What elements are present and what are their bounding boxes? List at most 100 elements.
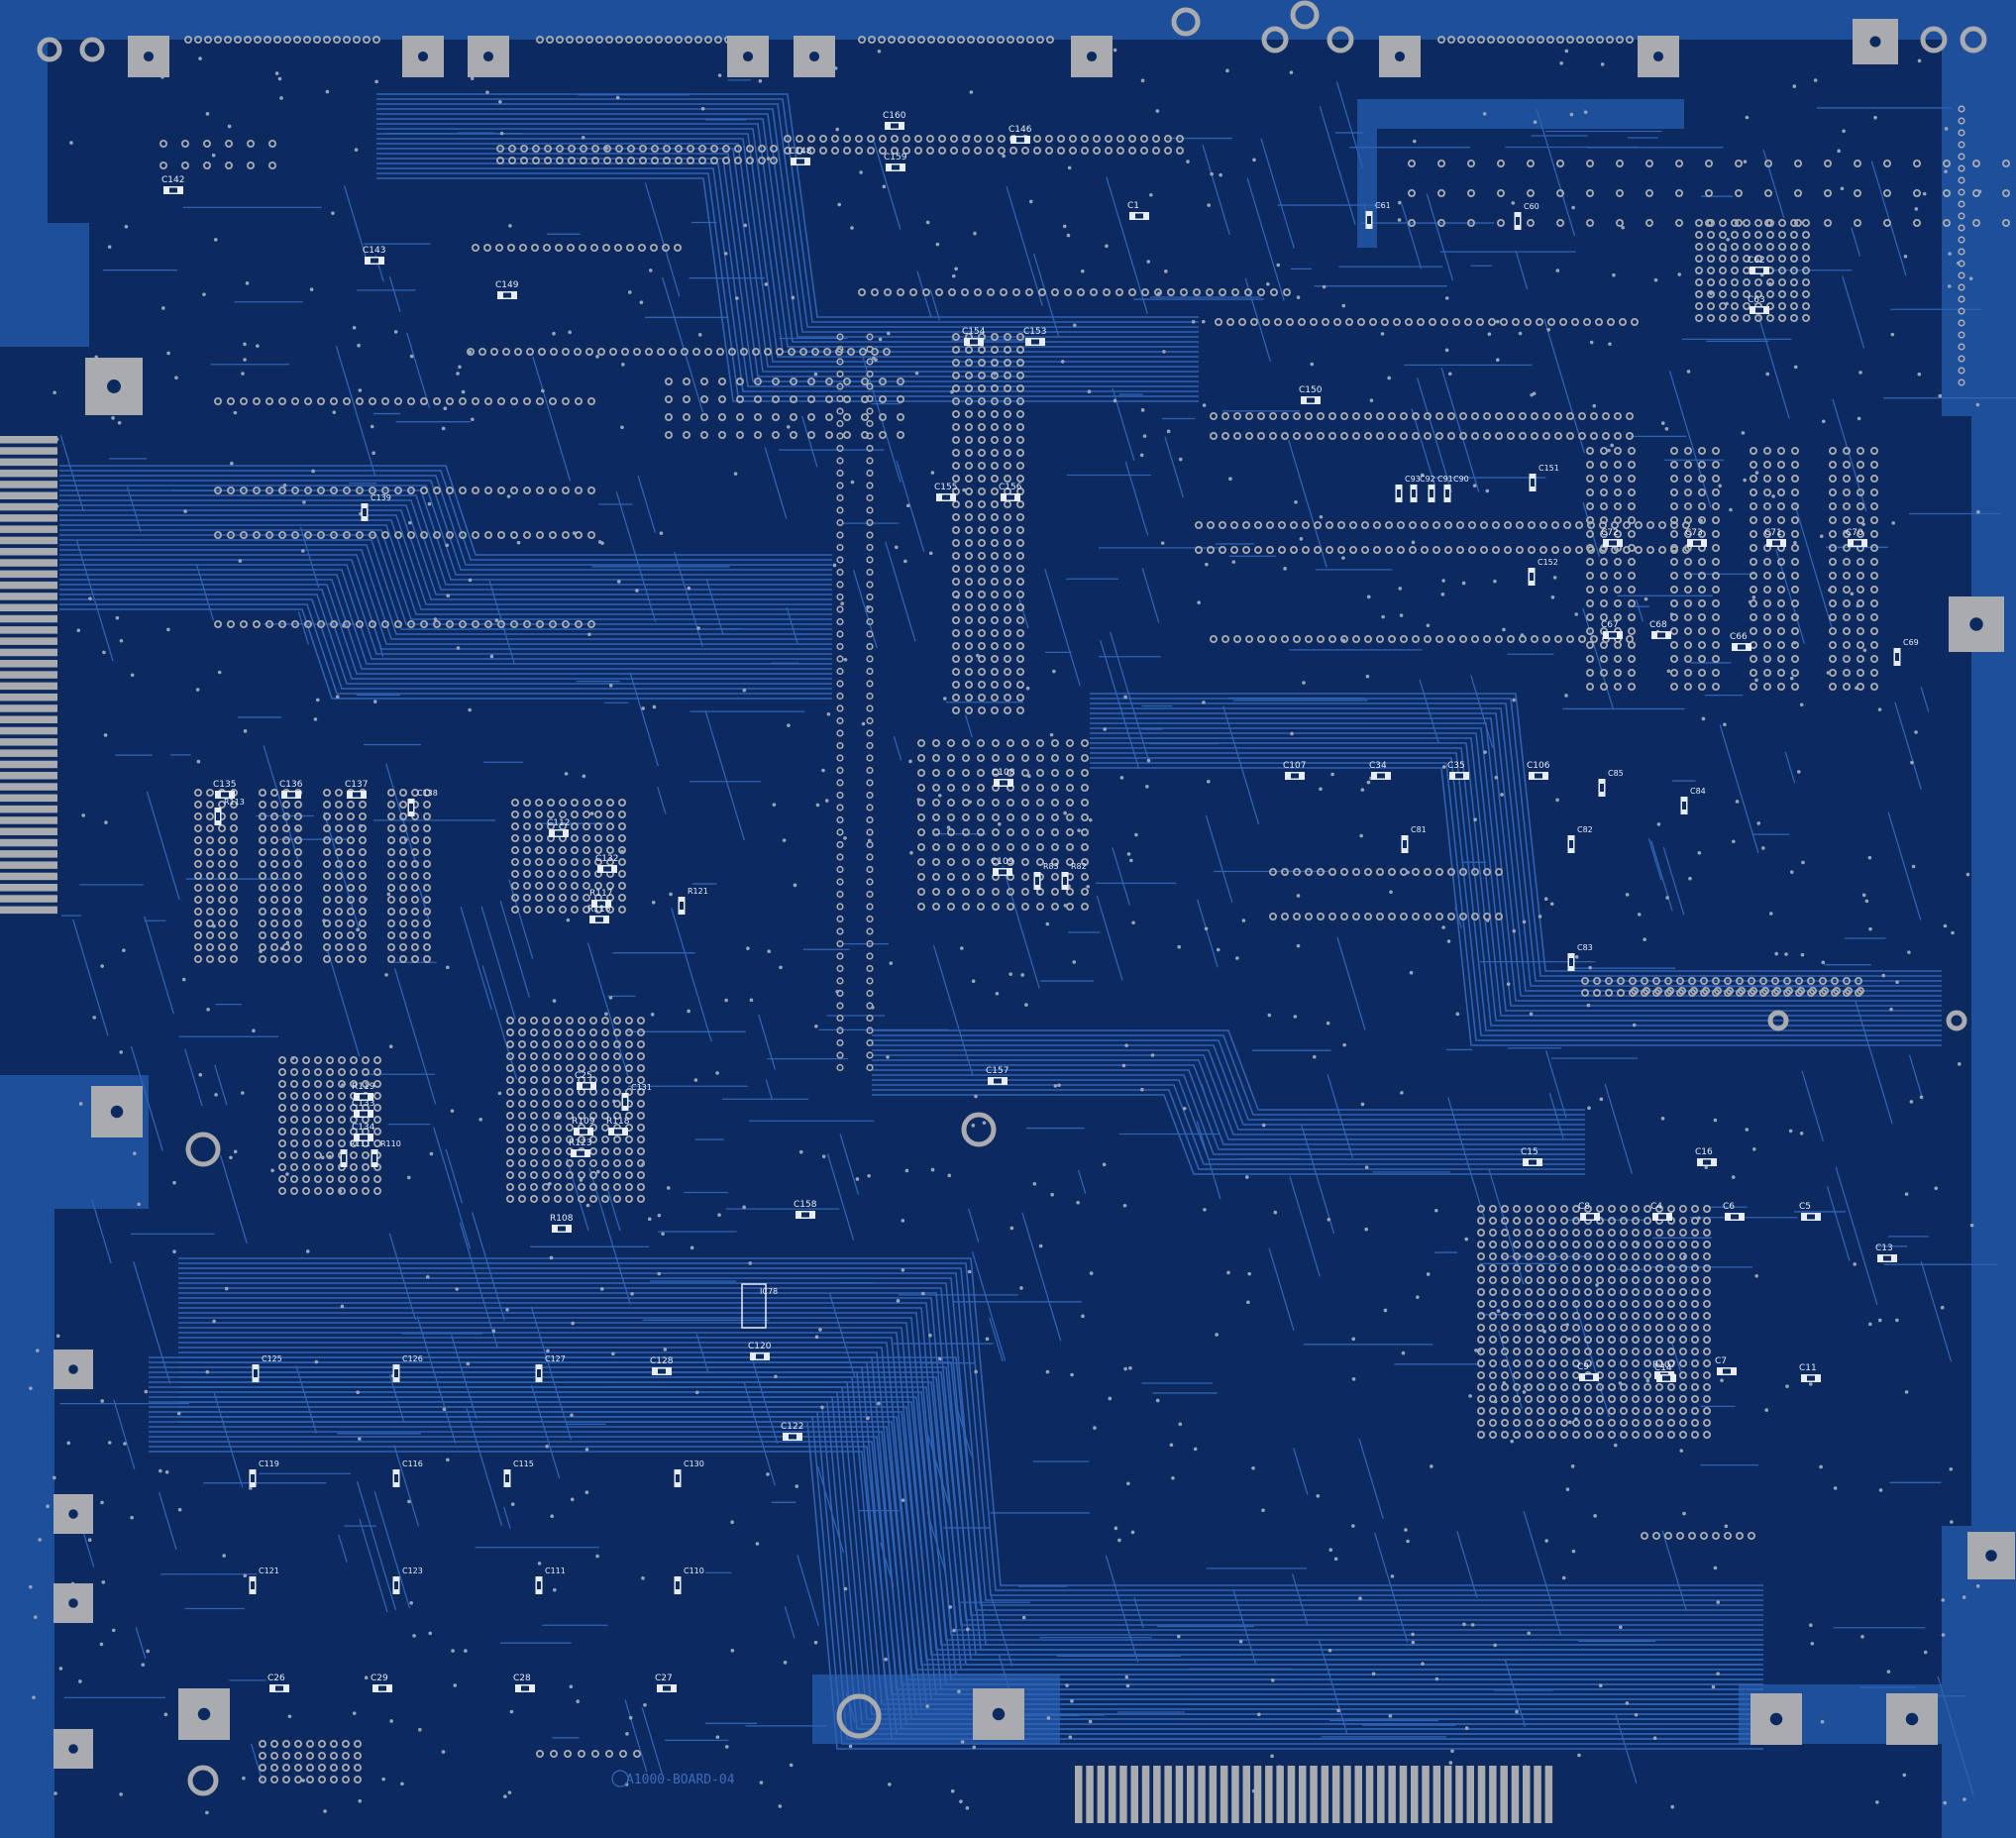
ic-pin bbox=[1700, 977, 1709, 986]
ic-pin bbox=[965, 396, 974, 405]
ic-pin bbox=[293, 1776, 302, 1784]
ic-pin bbox=[1513, 1383, 1522, 1392]
ic-pin bbox=[346, 919, 355, 928]
ic-pin bbox=[258, 1752, 266, 1761]
ic-pin bbox=[1556, 36, 1565, 45]
ic-pin bbox=[193, 931, 202, 940]
trace-bus-mid-3 bbox=[178, 1272, 1763, 1601]
smd-center bbox=[1377, 773, 1385, 779]
via bbox=[552, 1587, 557, 1592]
ic-pin bbox=[1547, 317, 1556, 326]
ic-pin bbox=[978, 655, 987, 664]
ic-pin bbox=[293, 872, 302, 881]
trace-segment bbox=[1268, 1247, 1295, 1332]
ic-pin bbox=[1632, 1371, 1641, 1380]
trace-segment bbox=[406, 332, 431, 408]
via bbox=[1713, 1118, 1718, 1123]
ic-pin bbox=[505, 1052, 514, 1061]
via bbox=[697, 333, 702, 337]
ic-pin bbox=[1670, 460, 1679, 469]
ic-pin bbox=[483, 396, 492, 405]
ic-pin bbox=[1857, 516, 1865, 525]
ic-pin bbox=[1632, 1229, 1641, 1238]
via bbox=[1319, 787, 1323, 792]
via bbox=[1496, 319, 1500, 324]
ic-pin bbox=[511, 870, 520, 879]
ic-pin bbox=[1712, 599, 1721, 608]
component-label-c6: C6 bbox=[1723, 1202, 1735, 1212]
ic-pin bbox=[1548, 1229, 1557, 1238]
ic-pin bbox=[1843, 544, 1852, 553]
edge-finger-left bbox=[0, 626, 57, 634]
ic-pin bbox=[281, 836, 290, 845]
ic-pin bbox=[1495, 868, 1504, 877]
edge-finger-bottom bbox=[1534, 1766, 1541, 1823]
trace-segment bbox=[1133, 1597, 1144, 1629]
ic-pin bbox=[334, 860, 343, 869]
ic-pin bbox=[293, 1752, 302, 1761]
ic-pin bbox=[590, 243, 599, 252]
trace-segment bbox=[1615, 1714, 1638, 1784]
ic-pin bbox=[1628, 586, 1637, 595]
ic-pin bbox=[559, 799, 568, 808]
trace-segment bbox=[1447, 1097, 1486, 1221]
ic-pin bbox=[1128, 287, 1137, 296]
ic-pin bbox=[978, 499, 987, 508]
component-label-c67: C67 bbox=[1601, 620, 1619, 630]
via bbox=[947, 1173, 952, 1178]
ic-pin bbox=[566, 1183, 575, 1192]
ic-pin bbox=[1705, 188, 1714, 197]
ic-pin bbox=[372, 1068, 381, 1077]
via bbox=[111, 416, 115, 420]
via bbox=[952, 1628, 956, 1633]
ic-pin bbox=[277, 1068, 286, 1077]
ic-pin bbox=[301, 1187, 310, 1196]
ic-pin bbox=[1684, 460, 1693, 469]
trace-bus-right-4 bbox=[1090, 712, 1942, 992]
via bbox=[723, 252, 728, 256]
edge-finger-bottom bbox=[1276, 1766, 1284, 1823]
ic-pin bbox=[511, 906, 520, 915]
pad-hole bbox=[1869, 36, 1881, 48]
via bbox=[205, 1369, 210, 1374]
ic-pin bbox=[1644, 1241, 1652, 1249]
ic-pin bbox=[1210, 635, 1219, 644]
ic-pin bbox=[962, 134, 971, 143]
ic-pin bbox=[1328, 431, 1337, 440]
ic-pin bbox=[312, 36, 321, 45]
ic-pin bbox=[1698, 627, 1707, 636]
ic-pin bbox=[932, 858, 941, 867]
via bbox=[584, 1448, 589, 1452]
ic-pin bbox=[372, 1080, 381, 1089]
ic-pin bbox=[358, 955, 367, 964]
ic-pin bbox=[386, 919, 395, 928]
ic-pin bbox=[952, 396, 961, 405]
ic-pin bbox=[1322, 317, 1330, 326]
edge-finger-bottom bbox=[1365, 1766, 1374, 1823]
via bbox=[314, 1359, 319, 1364]
ic-pin bbox=[349, 1056, 358, 1065]
ic-pin bbox=[293, 1764, 302, 1773]
trace-segment bbox=[214, 1064, 228, 1106]
via bbox=[1477, 1349, 1481, 1352]
ic-pin bbox=[978, 461, 987, 470]
ic-pin bbox=[967, 36, 976, 45]
ic-pin bbox=[1679, 1407, 1688, 1416]
trace-segment bbox=[1100, 640, 1140, 770]
ic-pin bbox=[1596, 1264, 1605, 1273]
ic-pin bbox=[1608, 1276, 1617, 1285]
edge-finger-left bbox=[0, 502, 57, 511]
ic-pin bbox=[368, 531, 376, 540]
via bbox=[604, 146, 609, 151]
via bbox=[323, 1809, 327, 1813]
ic-pin bbox=[977, 36, 986, 45]
via bbox=[1025, 686, 1030, 691]
component-label-c83: C83 bbox=[1577, 943, 1593, 952]
ic-pin bbox=[422, 824, 431, 833]
via bbox=[1861, 893, 1866, 898]
ic-pin bbox=[571, 870, 580, 879]
via bbox=[301, 549, 305, 553]
via bbox=[81, 813, 86, 817]
ic-pin bbox=[313, 1128, 322, 1136]
ic-pin bbox=[1305, 635, 1314, 644]
